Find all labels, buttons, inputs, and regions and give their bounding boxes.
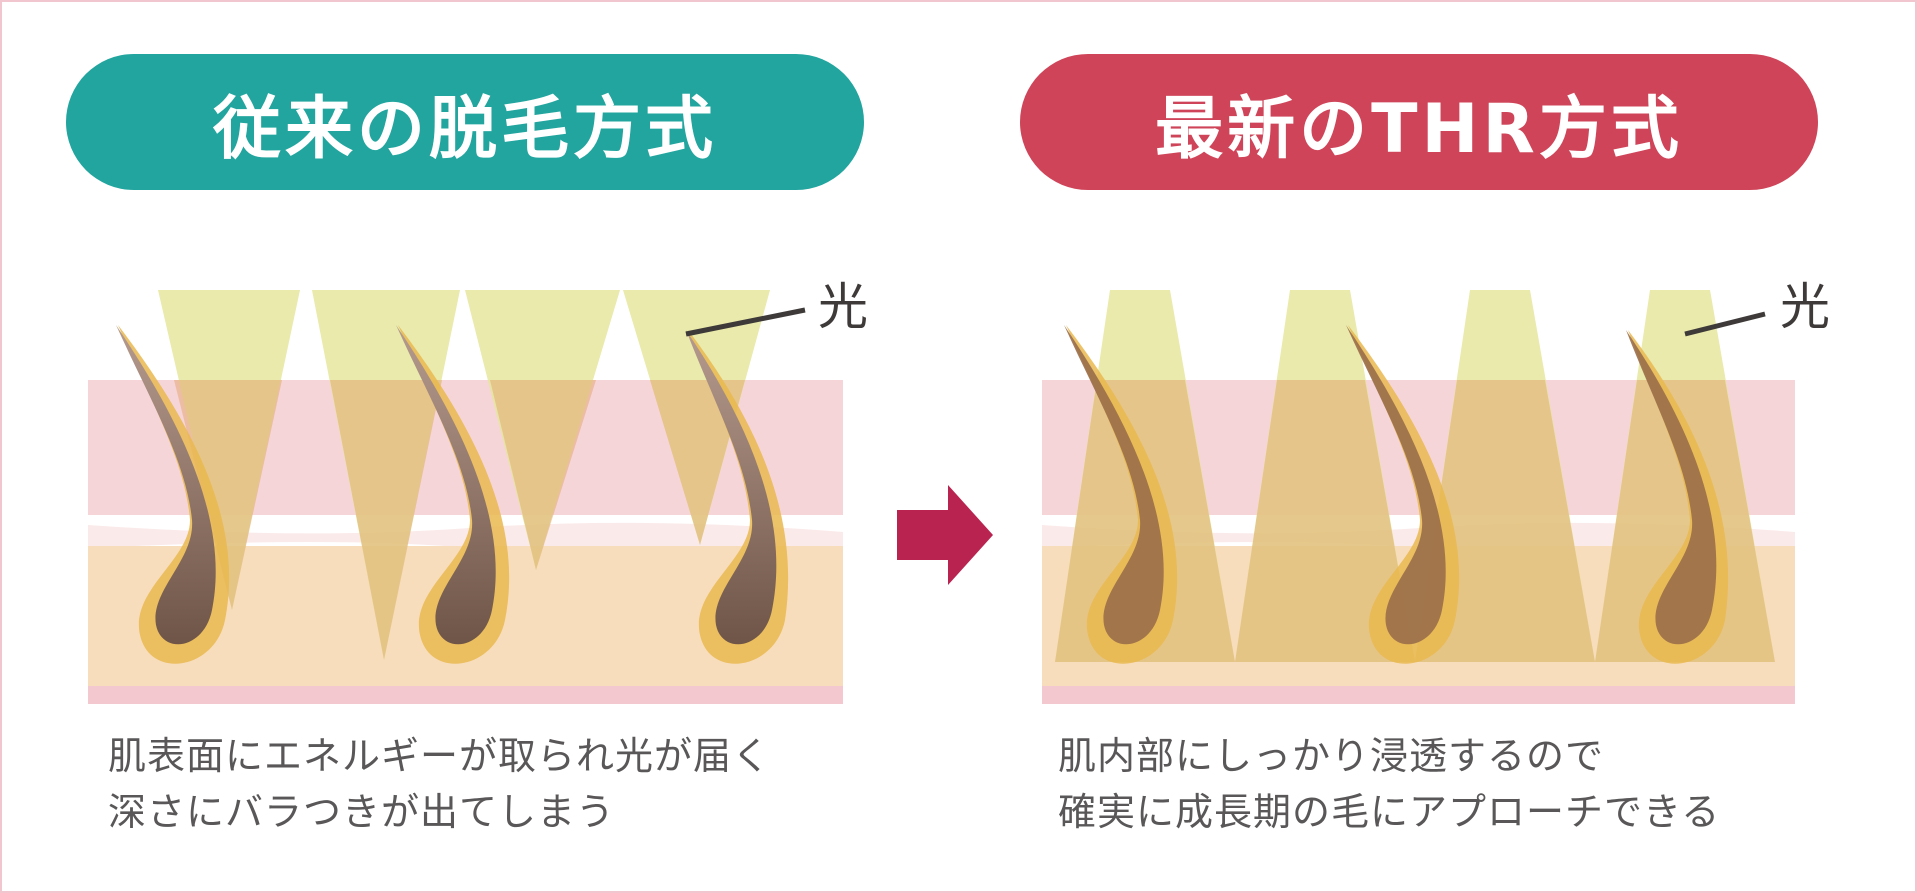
caption-line: 肌表面にエネルギーが取られ光が届く [108,728,771,784]
skin-bottom-band [88,686,843,704]
skin-bottom-band [1042,686,1795,704]
conventional-caption: 肌表面にエネルギーが取られ光が届く 深さにバラつきが出てしまう [108,728,771,840]
light-label: 光 [1780,282,1830,332]
caption-line: 肌内部にしっかり浸透するので [1058,728,1720,784]
caption-line: 確実に成長期の毛にアプローチできる [1058,784,1720,840]
conventional-panel [88,290,843,704]
light-label: 光 [818,282,868,332]
thr-caption: 肌内部にしっかり浸透するので 確実に成長期の毛にアプローチできる [1058,728,1720,840]
thr-panel [1042,290,1795,704]
caption-line: 深さにバラつきが出てしまう [108,784,771,840]
right-arrow-icon [897,485,993,585]
